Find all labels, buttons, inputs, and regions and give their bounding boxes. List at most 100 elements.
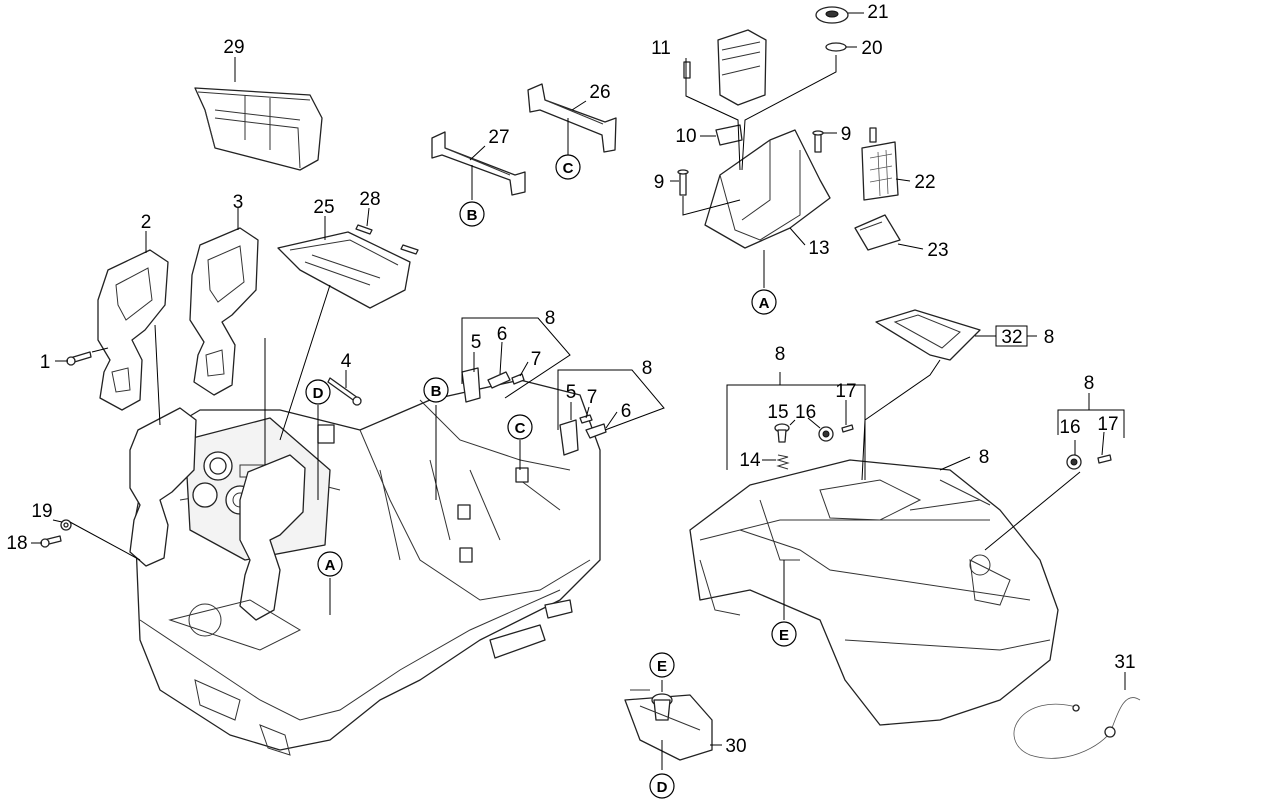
callout-2: 2 xyxy=(141,212,152,233)
ref-b-base: B xyxy=(423,377,449,403)
callout-17b: 17 xyxy=(1097,414,1118,435)
svg-text:D: D xyxy=(657,779,668,796)
part-9-screw-a xyxy=(677,169,689,196)
svg-text:A: A xyxy=(759,295,770,312)
callout-16a: 16 xyxy=(795,402,816,423)
callout-1: 1 xyxy=(40,352,51,373)
ref-a-base: A xyxy=(317,551,343,577)
callout-7a: 7 xyxy=(531,349,542,370)
part-16-clamp-b xyxy=(1066,454,1082,470)
part-29-tray xyxy=(194,87,323,171)
svg-text:A: A xyxy=(325,557,336,574)
callout-7b: 7 xyxy=(587,387,598,408)
callout-27: 27 xyxy=(488,127,509,148)
ref-a-top: A xyxy=(751,289,777,315)
callout-16b: 16 xyxy=(1059,417,1080,438)
callout-22: 22 xyxy=(914,172,935,193)
reference-markers: A A B B C C D D xyxy=(305,154,797,799)
ref-d-bottom: D xyxy=(649,773,675,799)
part-31-cable xyxy=(1013,697,1141,759)
part-18-screw xyxy=(40,535,62,548)
ref-c-top: C xyxy=(555,154,581,180)
callout-23: 23 xyxy=(927,240,948,261)
part-4-screw xyxy=(327,377,362,406)
part-30-pressure-switch xyxy=(624,689,713,761)
part-20-o-ring xyxy=(825,42,847,52)
callout-9b: 9 xyxy=(841,124,852,145)
part-2-handle xyxy=(97,249,169,411)
callout-17a: 17 xyxy=(835,381,856,402)
callout-8c: 8 xyxy=(1044,327,1055,348)
callout-15: 15 xyxy=(767,402,788,423)
svg-text:C: C xyxy=(563,160,574,177)
callout-20: 20 xyxy=(861,38,882,59)
ref-b-top: B xyxy=(459,201,485,227)
ref-c-base: C xyxy=(507,414,533,440)
callout-8b: 8 xyxy=(642,358,653,379)
callout-4: 4 xyxy=(341,351,352,372)
top-cover-hood xyxy=(689,459,1059,726)
parts-5-6-7-clip-group-2 xyxy=(559,414,607,456)
part-14-spring xyxy=(776,454,790,470)
callout-14: 14 xyxy=(739,450,761,471)
callout-25: 25 xyxy=(313,197,334,218)
part-3-handle xyxy=(189,227,259,396)
callout-19: 19 xyxy=(31,501,52,522)
callout-9a: 9 xyxy=(654,172,665,193)
part-16-clamp-a xyxy=(818,426,834,442)
leader-lines xyxy=(31,12,1126,770)
part-9-screw-b xyxy=(812,130,824,153)
callout-11: 11 xyxy=(651,38,671,59)
callout-13: 13 xyxy=(808,238,829,259)
part-22-keypad xyxy=(861,127,899,201)
callout-6b: 6 xyxy=(621,401,632,422)
part-19-washer xyxy=(60,519,72,531)
callout-5b: 5 xyxy=(566,382,577,403)
parts-5-6-7-clip-group-1 xyxy=(461,367,525,403)
callout-18: 18 xyxy=(6,533,27,554)
svg-text:E: E xyxy=(657,658,667,675)
ref-e-bottom: E xyxy=(649,652,675,678)
callout-30: 30 xyxy=(725,736,746,757)
part-17-pin-a xyxy=(841,424,854,433)
callout-8f: 8 xyxy=(979,447,990,468)
part-1-screw xyxy=(66,351,92,366)
part-15-knob xyxy=(774,423,790,443)
svg-text:D: D xyxy=(313,385,324,402)
ref-e-cover: E xyxy=(771,621,797,647)
ref-d-base: D xyxy=(305,379,331,405)
svg-text:B: B xyxy=(431,383,442,400)
callout-5a: 5 xyxy=(471,332,482,353)
callout-8e: 8 xyxy=(1084,373,1095,394)
callout-3: 3 xyxy=(233,192,244,213)
callout-6a: 6 xyxy=(497,324,508,345)
part-25-cover-plate xyxy=(277,231,411,309)
base-chassis xyxy=(129,379,601,756)
part-17-pin-b xyxy=(1097,454,1112,464)
part-32-seal xyxy=(875,309,981,361)
part-10-cap xyxy=(715,124,743,146)
part-12-reservoir xyxy=(717,29,767,106)
part-28-screws xyxy=(355,224,419,255)
callout-26: 26 xyxy=(589,82,610,103)
svg-text:B: B xyxy=(467,207,478,224)
part-26-bracket xyxy=(527,83,617,153)
part-13-handle-housing xyxy=(704,129,831,249)
part-27-bracket xyxy=(431,131,526,196)
callout-8d: 8 xyxy=(775,344,786,365)
callout-21: 21 xyxy=(867,2,888,23)
part-23-bracket xyxy=(854,214,901,251)
part-21-cap xyxy=(815,6,849,24)
svg-text:E: E xyxy=(779,627,789,644)
callout-32: 32 xyxy=(1001,327,1022,348)
svg-text:C: C xyxy=(515,420,526,437)
callout-28: 28 xyxy=(359,189,380,210)
callout-31: 31 xyxy=(1114,652,1135,673)
callout-29: 29 xyxy=(223,37,244,58)
callout-8a: 8 xyxy=(545,308,556,329)
part-11-screw xyxy=(683,61,691,79)
callout-numbers: 29 25 28 27 26 2 3 1 4 5 6 7 8 5 7 6 8 1… xyxy=(6,2,1135,757)
callout-10: 10 xyxy=(675,126,696,147)
